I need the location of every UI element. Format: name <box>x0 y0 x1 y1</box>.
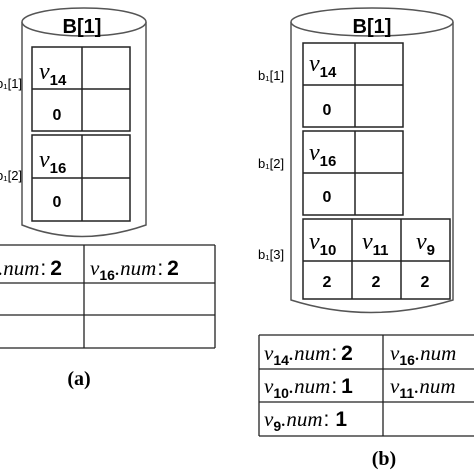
left-bucket-2-label: b₁[2] <box>0 168 22 183</box>
right-panel: B[1] v14 0 b₁[1] v16 0 b₁[2] v10 v11 <box>258 7 474 470</box>
right-table-cell-0-0: v14.num:2 <box>264 341 353 368</box>
right-table-cell-2-0: v9.num:1 <box>264 407 347 434</box>
right-table-cell-1-0: v10.num:1 <box>264 374 353 401</box>
left-table-cell-0-0: .num:2 <box>0 256 62 280</box>
left-bucket-1-var: v14 <box>39 59 67 89</box>
left-table <box>0 244 216 349</box>
left-cylinder-title: B[1] <box>63 16 102 38</box>
right-table-cell-0-1: v16.num <box>390 341 456 368</box>
right-bucket-2-value: 0 <box>323 189 332 206</box>
right-bucket-2: v16 0 b₁[2] <box>258 130 404 216</box>
right-bucket-1: v14 0 b₁[1] <box>258 42 404 128</box>
right-bucket-3-value-3: 2 <box>421 274 430 291</box>
left-panel: B[1] v14 0 b₁[1] v16 0 b₁[2] <box>0 7 216 390</box>
right-bucket-3-var-1: v10 <box>309 229 336 259</box>
right-bucket-3-var-2: v11 <box>362 229 389 259</box>
right-bucket-1-value: 0 <box>323 102 332 119</box>
left-bucket-1: v14 0 b₁[1] <box>0 46 131 132</box>
left-bucket-2: v16 0 b₁[2] <box>0 134 131 222</box>
right-bucket-3-label: b₁[3] <box>258 247 284 262</box>
right-table <box>258 334 474 437</box>
right-bucket-1-var: v14 <box>309 51 337 81</box>
left-table-cell-0-1: v16.num:2 <box>90 256 179 283</box>
right-cylinder-title: B[1] <box>353 16 392 38</box>
right-bucket-3-value-2: 2 <box>372 274 381 291</box>
right-bucket-1-label: b₁[1] <box>258 68 284 83</box>
left-bucket-2-var: v16 <box>39 147 66 177</box>
right-bucket-2-label: b₁[2] <box>258 156 284 171</box>
right-bucket-3-value-1: 2 <box>323 274 332 291</box>
right-bucket-2-var: v16 <box>309 140 336 170</box>
left-cylinder <box>21 7 147 238</box>
right-table-cell-1-1: v11.num <box>390 374 456 401</box>
right-cylinder <box>290 7 454 314</box>
left-bucket-1-value: 0 <box>53 107 62 124</box>
left-bucket-1-label: b₁[1] <box>0 76 22 91</box>
left-caption: (a) <box>67 368 90 390</box>
right-bucket-3-var-3: v9 <box>416 229 435 259</box>
right-caption: (b) <box>372 448 396 470</box>
left-bucket-2-value: 0 <box>53 194 62 211</box>
right-bucket-3: v10 v11 v9 2 2 2 b₁[3] <box>258 218 451 300</box>
